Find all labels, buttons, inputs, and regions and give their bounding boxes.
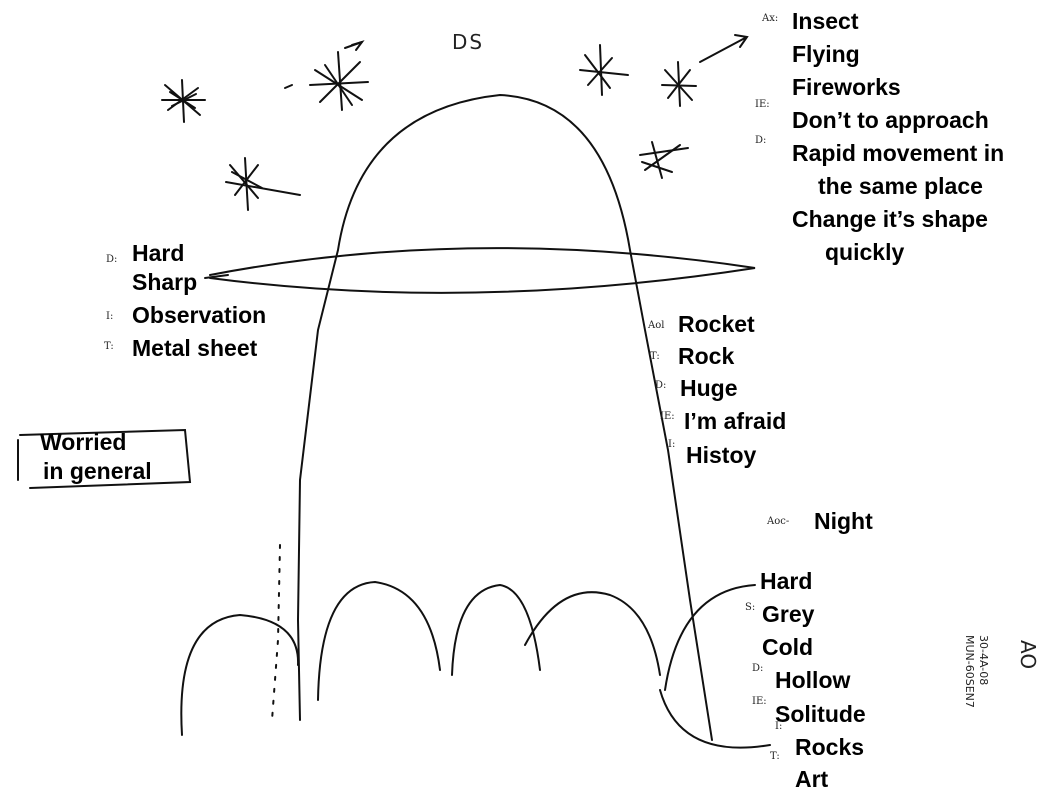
boxed-note-line2: in general (43, 460, 152, 483)
label-cold: Cold (762, 636, 813, 659)
association-tag: Aoc- (767, 517, 789, 527)
firework-scribble-3 (226, 158, 300, 210)
side-code-right: 30-4A-08 (977, 635, 990, 685)
label-histoy: Histoy (686, 444, 756, 467)
i-tag: I: (106, 312, 113, 322)
header-initials: DS (452, 30, 484, 54)
d-tag: D: (655, 381, 666, 391)
label-insect: Insect (792, 10, 858, 33)
label-art: Art (795, 768, 828, 790)
dome-left-dashed (272, 545, 280, 720)
base-arch-3 (452, 585, 540, 675)
label-observation: Observation (132, 304, 266, 327)
label-sharp: Sharp (132, 271, 197, 294)
firework-scribble-1 (162, 80, 205, 122)
brim-outline (210, 248, 755, 293)
label-fireworks: Fireworks (792, 76, 901, 99)
ie-tag: IE: (752, 697, 767, 707)
firework-scribble-5 (640, 142, 688, 178)
d-tag: D: (752, 664, 763, 674)
label-huge: Huge (680, 377, 738, 400)
label-rapid-movement: Rapid movement in (792, 142, 1004, 165)
side-code-left: MUN-60SEN7 (963, 635, 976, 708)
label-afraid: I’m afraid (684, 410, 786, 433)
d-tag: D: (755, 136, 766, 146)
firework-scribble-2 (310, 42, 368, 110)
label-hard: Hard (132, 242, 184, 265)
motion-mark-small (285, 85, 292, 88)
ie-tag: IE: (660, 412, 675, 422)
base-arch-1 (181, 615, 298, 735)
association-tag: Ax: (762, 14, 778, 24)
label-solitude: Solitude (775, 703, 866, 726)
dome-outline (298, 95, 712, 740)
flight-arrow (700, 35, 747, 62)
label-rock: Rock (678, 345, 734, 368)
ie-tag: IE: (755, 100, 770, 110)
label-rocket: Rocket (678, 313, 755, 336)
brim-pointer (205, 275, 228, 278)
base-arch-4 (525, 592, 660, 675)
s-tag: S: (745, 603, 755, 613)
firework-scribble-4 (580, 45, 628, 95)
t-tag: T: (770, 752, 780, 762)
label-rocks: Rocks (795, 736, 864, 759)
label-flying: Flying (792, 43, 860, 66)
label-hollow: Hollow (775, 669, 850, 692)
label-change-shape: Change it’s shape (792, 208, 988, 231)
insect-scribble (662, 62, 696, 106)
label-metal-sheet: Metal sheet (132, 337, 257, 360)
i-tag: I: (775, 722, 782, 732)
association-tag: Aol (648, 321, 664, 331)
base-arch-2 (318, 582, 440, 700)
label-quickly: quickly (825, 241, 904, 264)
label-grey: Grey (762, 603, 814, 626)
label-same-place: the same place (818, 175, 983, 198)
t-tag: T: (104, 342, 114, 352)
label-hard-base: Hard (760, 570, 812, 593)
t-tag: T: (650, 352, 660, 362)
i-tag: I: (668, 440, 675, 450)
side-code-far: AO (1016, 640, 1040, 669)
label-dont-approach: Don’t to approach (792, 109, 989, 132)
d-tag: D: (106, 255, 117, 265)
boxed-note-line1: Worried (40, 431, 126, 454)
label-night: Night (814, 510, 873, 533)
